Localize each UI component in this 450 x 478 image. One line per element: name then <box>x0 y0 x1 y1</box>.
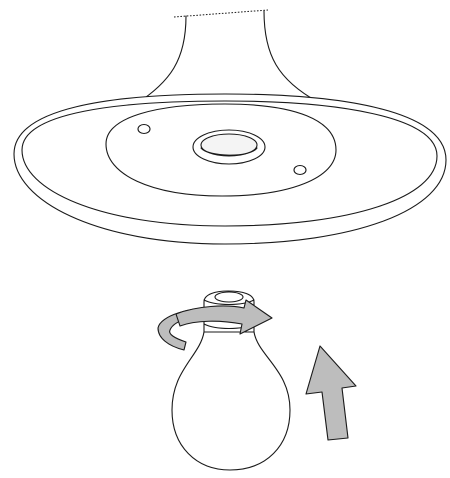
upward-arrow-icon <box>306 346 356 440</box>
bulb-contact <box>215 292 243 302</box>
upward-arrow <box>306 346 356 440</box>
bulb-glass <box>172 332 290 470</box>
shade-neck-right <box>264 11 318 102</box>
screw-hole-right <box>294 166 306 175</box>
shade-neck <box>136 16 186 104</box>
screw-hole-left <box>138 125 150 134</box>
lamp-shade <box>14 10 446 244</box>
neck-cut-line <box>174 10 268 17</box>
